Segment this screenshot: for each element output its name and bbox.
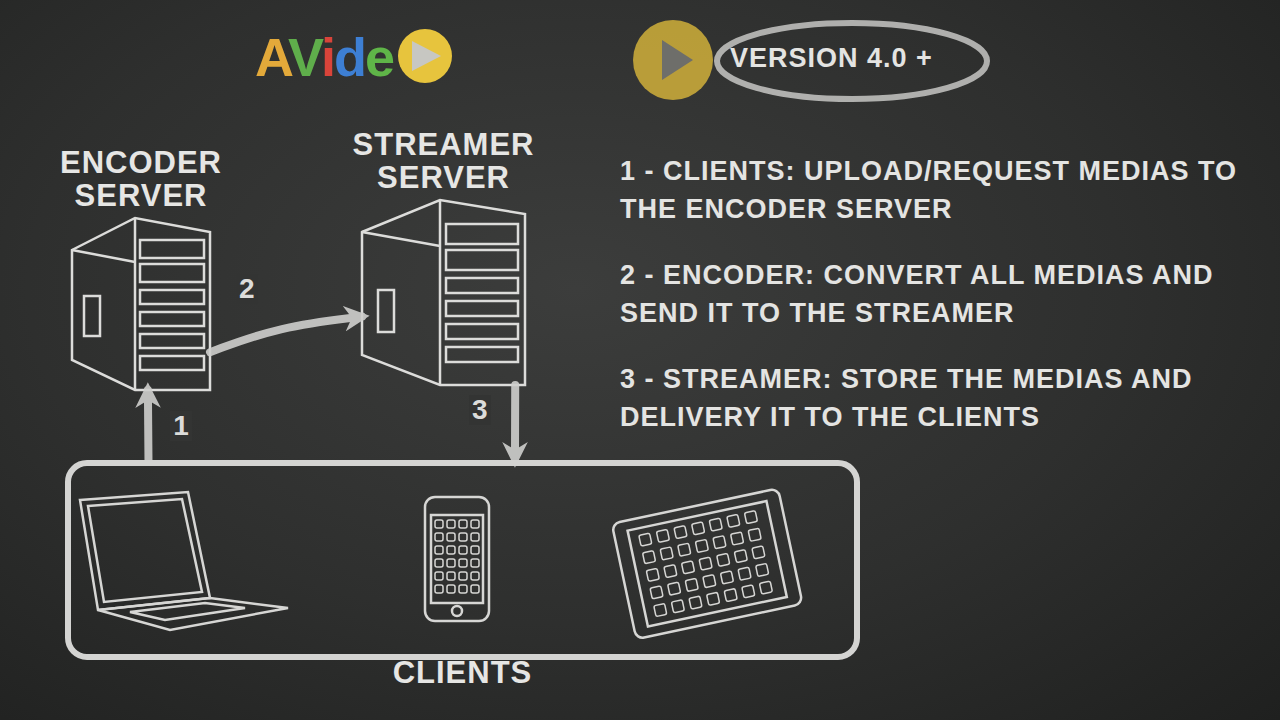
tablet-drawing bbox=[612, 488, 803, 639]
flow-arrow bbox=[511, 385, 519, 460]
callout-number: 1 bbox=[170, 411, 192, 441]
callout-number: 2 bbox=[236, 274, 258, 304]
encoder-server-drawing bbox=[72, 218, 210, 390]
laptop-drawing bbox=[80, 492, 288, 630]
node-heading: CLIENTS bbox=[363, 656, 563, 689]
version-text: VERSION 4.0 + bbox=[730, 43, 933, 74]
streamer-server-drawing bbox=[362, 200, 525, 385]
client-group: CLIENTS bbox=[65, 460, 860, 660]
flow-arrow bbox=[210, 317, 362, 353]
node-heading: STREAMER SERVER bbox=[319, 128, 569, 194]
callout-number: 3 bbox=[469, 395, 491, 425]
step-note: 1 - CLIENTS: UPLOAD/REQUEST MEDIAS TO TH… bbox=[620, 152, 1240, 228]
node-heading: ENCODER SERVER bbox=[21, 146, 261, 212]
version-oval bbox=[717, 23, 987, 99]
step-note: 2 - ENCODER: CONVERT ALL MEDIAS AND SEND… bbox=[620, 256, 1240, 332]
logo-text: AVide bbox=[255, 28, 393, 86]
server-box: STREAMER SERVER bbox=[362, 200, 525, 385]
flow-arrow bbox=[144, 390, 153, 460]
version-play-icon bbox=[633, 20, 713, 100]
server-box: ENCODER SERVER bbox=[72, 218, 210, 390]
step-note: 3 - STREAMER: STORE THE MEDIAS AND DELIV… bbox=[620, 360, 1240, 436]
logo-play-icon bbox=[398, 29, 452, 83]
phone-drawing bbox=[425, 497, 489, 621]
